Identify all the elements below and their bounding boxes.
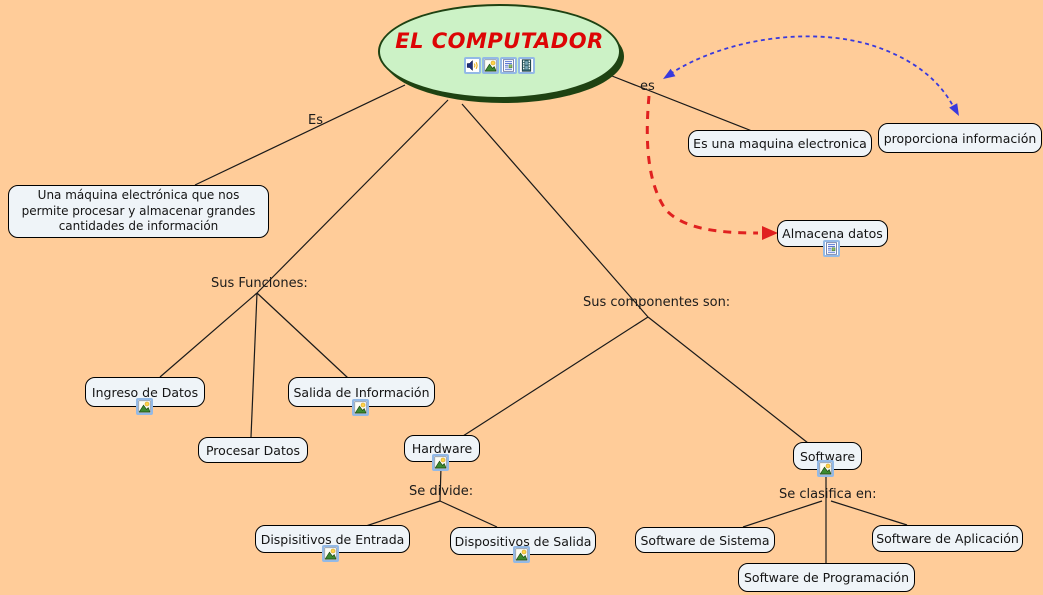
line-funciones-to-ingreso (159, 292, 258, 378)
root-concept[interactable]: EL COMPUTADOR (378, 4, 621, 99)
blue-dashed-arrow (669, 35, 957, 113)
linking-phrase-funciones[interactable]: Sus Funciones: (211, 276, 308, 291)
document-icon[interactable] (823, 240, 840, 257)
linking-phrase-componentes[interactable]: Sus componentes son: (583, 295, 731, 310)
concept-sw-programacion[interactable]: Software de Programación (738, 563, 915, 592)
red-arrowhead (762, 226, 778, 240)
concept-proporciona[interactable]: proporciona información (878, 123, 1042, 153)
linking-phrase-clasifica[interactable]: Se clasifica en: (779, 487, 877, 502)
straight-connectors (159, 75, 908, 563)
blue-arrowhead-right (949, 103, 959, 116)
video-icon[interactable] (518, 57, 535, 74)
red-dashed-arrow (645, 95, 759, 235)
linking-phrase-es[interactable]: Es (308, 113, 323, 128)
line-funciones-to-procesar (250, 292, 258, 438)
image-icon[interactable] (513, 546, 530, 563)
concept-sw-aplicacion[interactable]: Software de Aplicación (872, 525, 1023, 552)
concept-procesar[interactable]: Procesar Datos (198, 437, 308, 463)
line-root-to-funciones (256, 99, 449, 294)
line-root-to-componentes (461, 103, 649, 318)
line-divide-to-entrada (362, 500, 441, 528)
line-root-to-definicion (194, 84, 406, 186)
root-concept-title: EL COMPUTADOR (395, 29, 604, 53)
image-icon[interactable] (482, 57, 499, 74)
line-hardware-to-divide (439, 466, 442, 502)
line-funciones-to-salida (256, 292, 349, 379)
image-icon[interactable] (136, 398, 153, 415)
concept-sw-sistema[interactable]: Software de Sistema (635, 527, 775, 553)
image-icon[interactable] (352, 399, 369, 416)
image-icon[interactable] (432, 454, 449, 471)
line-componentes-to-software (647, 316, 809, 444)
line-divide-to-dsalida (439, 500, 498, 528)
concept-salida[interactable]: Salida de Información (288, 377, 435, 407)
line-clasifica-to-aplicacion (830, 500, 908, 526)
linking-phrase-divide[interactable]: Se divide: (409, 484, 474, 499)
concept-definicion[interactable]: Una máquina electrónica que nos permite … (8, 185, 269, 238)
concept-hardware[interactable]: Hardware (404, 435, 480, 462)
line-root-to-maquina (611, 75, 753, 132)
audio-icon[interactable] (464, 57, 481, 74)
concept-maquina[interactable]: Es una maquina electronica (688, 130, 872, 157)
linking-phrase-es-right[interactable]: es (640, 79, 655, 94)
image-icon[interactable] (322, 545, 339, 562)
root-resource-icons (464, 57, 535, 74)
line-componentes-to-hardware (462, 316, 649, 437)
line-clasifica-to-sistema (742, 500, 823, 528)
blue-arrowhead-left (663, 68, 676, 79)
document-icon[interactable] (500, 57, 517, 74)
image-icon[interactable] (817, 460, 834, 477)
